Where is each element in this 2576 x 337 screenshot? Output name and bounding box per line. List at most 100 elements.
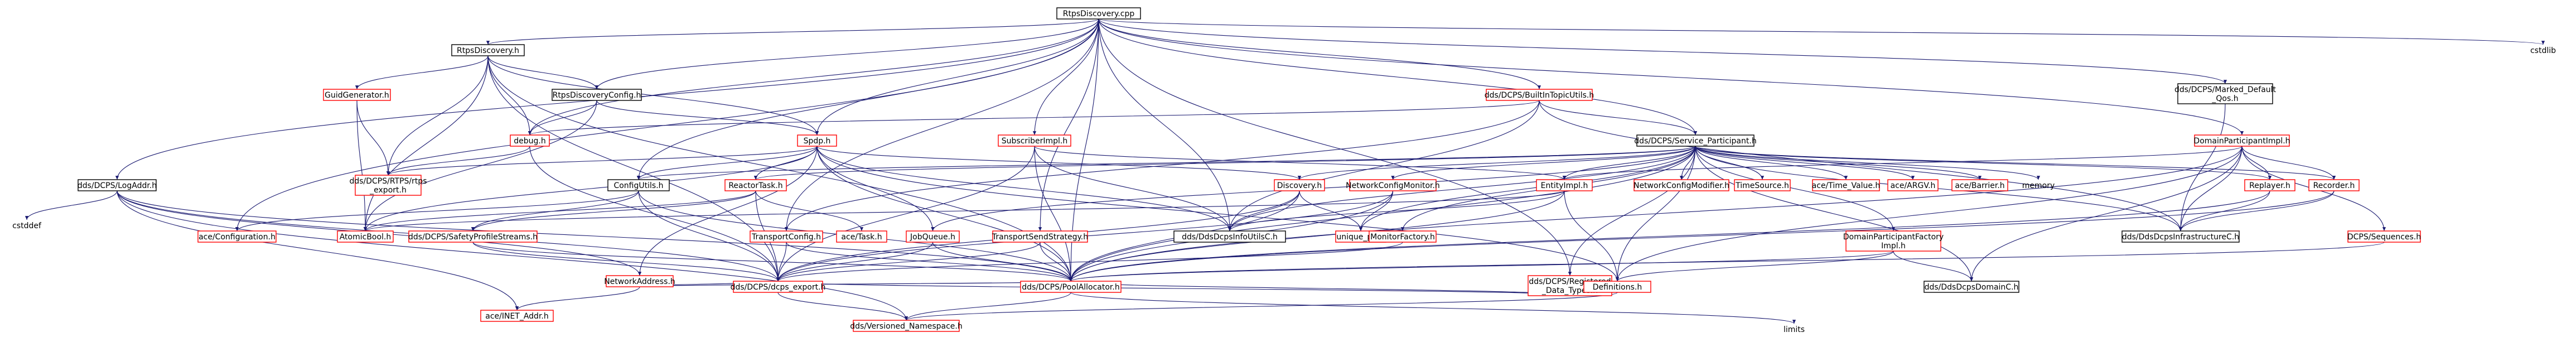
edge-discovery-to-dcps_info_utils [1227, 190, 1300, 232]
node-builtin-utils[interactable]: dds/DCPS/BuiltInTopicUtils.h [1485, 89, 1594, 101]
edge-transport_send-to-pool_alloc [1040, 242, 1073, 282]
edge-log_addr-to-pool_alloc [117, 190, 1072, 282]
node-spdp[interactable]: Spdp.h [797, 134, 837, 147]
node-box [1887, 179, 1939, 191]
node-label: dds/DCPS/PoolAllocator.h [1022, 283, 1119, 292]
edge-definitions-to-versioned_ns [905, 292, 1618, 321]
node-replayer[interactable]: Replayer.h [2244, 179, 2295, 191]
node-transport-config[interactable]: TransportConfig.h [750, 230, 823, 243]
edge-guid_gen-to-atomic_bool [356, 100, 368, 232]
edge-entity_impl-to-dcps_info_utils [1228, 190, 1565, 232]
edge-subscriber_impl-to-dcps_export [776, 146, 1035, 282]
node-rtps-disc-h[interactable]: RtpsDiscovery.h [451, 44, 525, 56]
node-definitions[interactable]: Definitions.h [1583, 281, 1651, 293]
edge-spdp-to-pool_alloc [816, 146, 1073, 282]
node-rtps-disc-cfg[interactable]: RtpsDiscoveryConfig.h [552, 89, 642, 101]
edge-registered_data_types-to-dcps_export [776, 281, 1570, 296]
node-service-participant[interactable]: dds/DCPS/Service_Participant.h [1634, 134, 1757, 147]
edge-debug-to-rtps_export [386, 146, 530, 176]
edge-service_participant-to-network_config_monitor [1391, 146, 1696, 180]
node-label: GuidGenerator.h [325, 91, 389, 100]
edge-builtin_utils-to-dcps_infra [1539, 100, 2183, 232]
edge-replayer-to-dcps_infra [2178, 190, 2270, 232]
node-monitor-factory[interactable]: MonitorFactory.h [1369, 230, 1437, 243]
node-dcps-export[interactable]: dds/DCPS/dcps_export.h [731, 281, 826, 293]
node-label: NetworkAddress.h [604, 277, 675, 286]
node-dcps-info-utils[interactable]: dds/DdsDcpsInfoUtilsC.h [1173, 230, 1286, 243]
node-box [1349, 179, 1437, 191]
node-box [607, 179, 670, 191]
node-versioned-ns[interactable]: dds/Versioned_Namespace.h [850, 320, 963, 332]
node-dp-impl[interactable]: DomainParticipantImpl.h [2193, 134, 2290, 147]
edge-service_participant-to-registered_data_types [1568, 146, 1696, 276]
edge-spdp-to-definitions [816, 146, 1619, 282]
node-subscriber-impl[interactable]: SubscriberImpl.h [998, 134, 1071, 147]
edge-dp_impl-to-dds_dcps_domain [1969, 146, 2242, 282]
edge-subscriber_impl-to-pool_alloc [1034, 146, 1073, 282]
node-dcps-sequences[interactable]: DCPS/Sequences.h [2347, 230, 2421, 243]
edge-safety_streams-to-pool_alloc [472, 242, 1072, 282]
node-marked-default-qos[interactable]: dds/DCPS/Marked_Default_Qos.h [2174, 83, 2277, 104]
node-label: debug.h [514, 137, 545, 146]
node-recorder[interactable]: Recorder.h [2308, 179, 2360, 191]
node-pool-alloc[interactable]: dds/DCPS/PoolAllocator.h [1020, 281, 1122, 293]
edge-entity_impl-to-atomic_bool [364, 190, 1565, 232]
edge-builtin_utils-to-service_participant [1539, 100, 1698, 136]
edge-monitor_factory-to-dcps_export [776, 242, 1403, 282]
node-config-utils[interactable]: ConfigUtils.h [607, 179, 670, 191]
node-label: ace/Barrier.h [1955, 181, 2004, 190]
node-box [1845, 230, 1941, 252]
edge-service_participant-to-recorder [1695, 146, 2336, 180]
node-label: RtpsDiscoveryConfig.h [553, 91, 641, 100]
node-debug[interactable]: debug.h [510, 134, 550, 147]
edge-service_participant-to-ace_barrier [1695, 146, 1981, 180]
node-network-config-modifier[interactable]: NetworkConfigModifier.h [1633, 179, 1729, 191]
node-ace-config[interactable]: ace/Configuration.h [197, 230, 277, 243]
node-label: EntityImpl.h [1541, 181, 1588, 190]
node-ace-time-value[interactable]: ace/Time_Value.h [1812, 179, 1881, 191]
node-entity-impl[interactable]: EntityImpl.h [1536, 179, 1593, 191]
edge-service_participant-to-dp_factory_impl [1695, 146, 1896, 232]
node-label: MonitorFactory.h [1370, 233, 1435, 242]
node-ace-task[interactable]: ace/Task.h [836, 230, 887, 243]
node-rtps-export[interactable]: dds/DCPS/RTPS/rtps_export.h [349, 175, 427, 196]
edge-dp_impl-to-entity_impl [1563, 146, 2242, 180]
node-time-source[interactable]: TimeSource.h [1734, 179, 1791, 191]
node-label: dds/DCPS/BuiltInTopicUtils.h [1485, 91, 1594, 100]
edge-rtps_disc_cfg-to-debug [528, 100, 597, 136]
node-ace-barrier[interactable]: ace/Barrier.h [1951, 179, 2008, 191]
edge-root-to-rtps_disc_h [486, 18, 1099, 45]
node-label: Spdp.h [804, 137, 831, 146]
node-box [451, 44, 525, 56]
node-ace-inet[interactable]: ace/INET_Addr.h [480, 310, 554, 322]
node-label: ace/Time_Value.h [1812, 181, 1881, 190]
edge-marked_default_qos-to-dcps_infra [2178, 103, 2226, 232]
node-safety-streams[interactable]: dds/DCPS/SafetyProfileStreams.h [408, 230, 538, 243]
edge-root-to-cstdlib [1098, 18, 2545, 45]
node-dds-dcps-domain[interactable]: dds/DdsDcpsDomainC.h [1923, 281, 2019, 293]
node-net-address[interactable]: NetworkAddress.h [604, 275, 675, 287]
node-reactor-task[interactable]: ReactorTask.h [724, 179, 787, 191]
node-network-config-monitor[interactable]: NetworkConfigMonitor.h [1346, 179, 1440, 191]
node-box [1734, 179, 1791, 191]
node-discovery[interactable]: Discovery.h [1274, 179, 1325, 191]
edge-spdp-to-rtps_export [386, 146, 818, 176]
node-dcps-infra[interactable]: dds/DdsDcpsInfrastructureC.h [2121, 230, 2240, 243]
edge-root-to-transport_send [1038, 18, 1099, 232]
edge-service_participant-to-pool_alloc [1069, 146, 1696, 282]
node-atomic-bool[interactable]: AtomicBool.h [337, 230, 394, 243]
node-cstdlib: cstdlib [2530, 46, 2556, 55]
node-transport-send[interactable]: TransportSendStrategy.h [992, 230, 1088, 243]
node-job-queue[interactable]: JobQueue.h [906, 230, 960, 243]
node-box [1536, 179, 1593, 191]
node-label: dds/DCPS/SafetyProfileStreams.h [408, 233, 538, 242]
node-label: _export.h [369, 186, 407, 195]
edge-root-to-config_utils [636, 18, 1099, 180]
node-ace-argv[interactable]: ace/ARGV.h [1887, 179, 1939, 191]
edge-dp_factory_impl-to-pool_alloc [1069, 251, 1894, 282]
node-guid-gen[interactable]: GuidGenerator.h [323, 89, 391, 101]
node-box [2194, 134, 2290, 147]
node-log-addr[interactable]: dds/DCPS/LogAddr.h [78, 179, 157, 191]
node-box [2121, 230, 2240, 243]
